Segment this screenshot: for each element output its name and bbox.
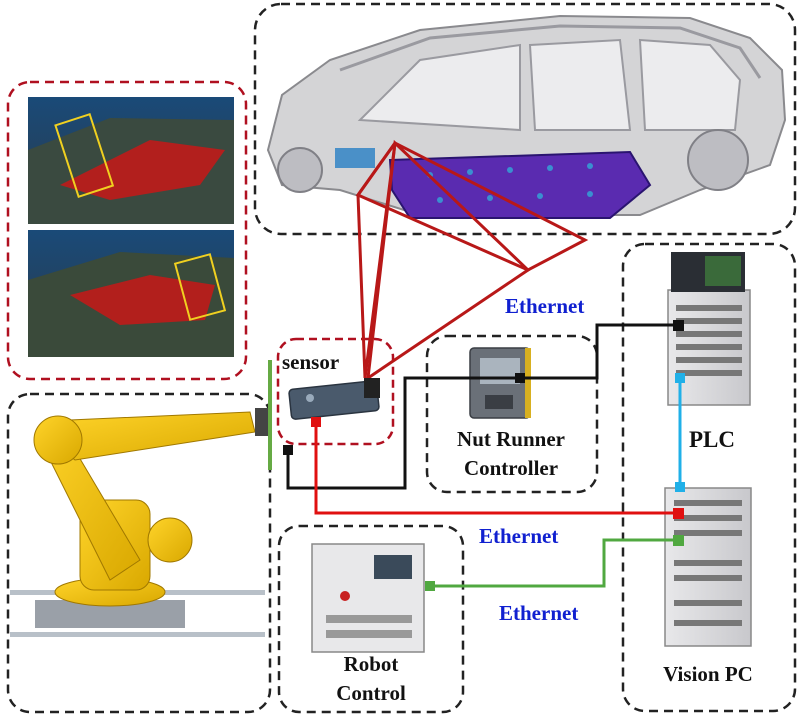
ethernet-line-black: [286, 323, 680, 490]
sensor-device: [288, 378, 380, 420]
vision-pc-rack-image: [664, 487, 752, 647]
scan-image-bottom: [28, 230, 234, 357]
ethernet-line-red: [314, 422, 680, 515]
ethernet-label-middle: Ethernet: [479, 524, 558, 548]
sensor-box: [276, 337, 395, 446]
ethernet-line-green: [430, 538, 680, 588]
port-cyan-plc: [675, 373, 685, 383]
port-green-robot: [425, 581, 435, 591]
robot-arm-box: [6, 392, 272, 714]
robot-control-label-line1: Robot: [344, 652, 399, 676]
car-box: [253, 2, 797, 236]
port-cyan-vision: [675, 482, 685, 492]
sensor-fov-triangles: [355, 139, 589, 382]
robot-control-label-line2: Control: [336, 681, 406, 705]
robot-control-box: [277, 524, 465, 714]
nut-runner-box: [425, 334, 599, 494]
car-body-image: [266, 14, 787, 219]
port-green-vision: [673, 535, 684, 546]
port-red-vision: [673, 508, 684, 519]
vision-pc-label: Vision PC: [663, 662, 753, 686]
scan-image-top: [28, 97, 234, 224]
plc-label: PLC: [689, 427, 735, 452]
nut-runner-label-line2: Controller: [464, 456, 558, 480]
industrial-robot-image: [10, 360, 272, 637]
port-black-plc: [673, 320, 684, 331]
scan-results-box: [6, 80, 248, 381]
port-black-nut: [515, 373, 525, 383]
ethernet-label-bottom: Ethernet: [499, 601, 578, 625]
nut-runner-controller-image: [469, 347, 531, 419]
nut-runner-label-line1: Nut Runner: [457, 427, 565, 451]
ethernet-label-top: Ethernet: [505, 294, 584, 318]
sensor-label: sensor: [282, 350, 339, 374]
plc-rack-image: [667, 252, 751, 406]
port-red-sensor: [311, 417, 321, 427]
plc-vision-box: [621, 242, 797, 713]
robot-controller-image: [311, 543, 425, 653]
port-black-robot: [283, 445, 293, 455]
